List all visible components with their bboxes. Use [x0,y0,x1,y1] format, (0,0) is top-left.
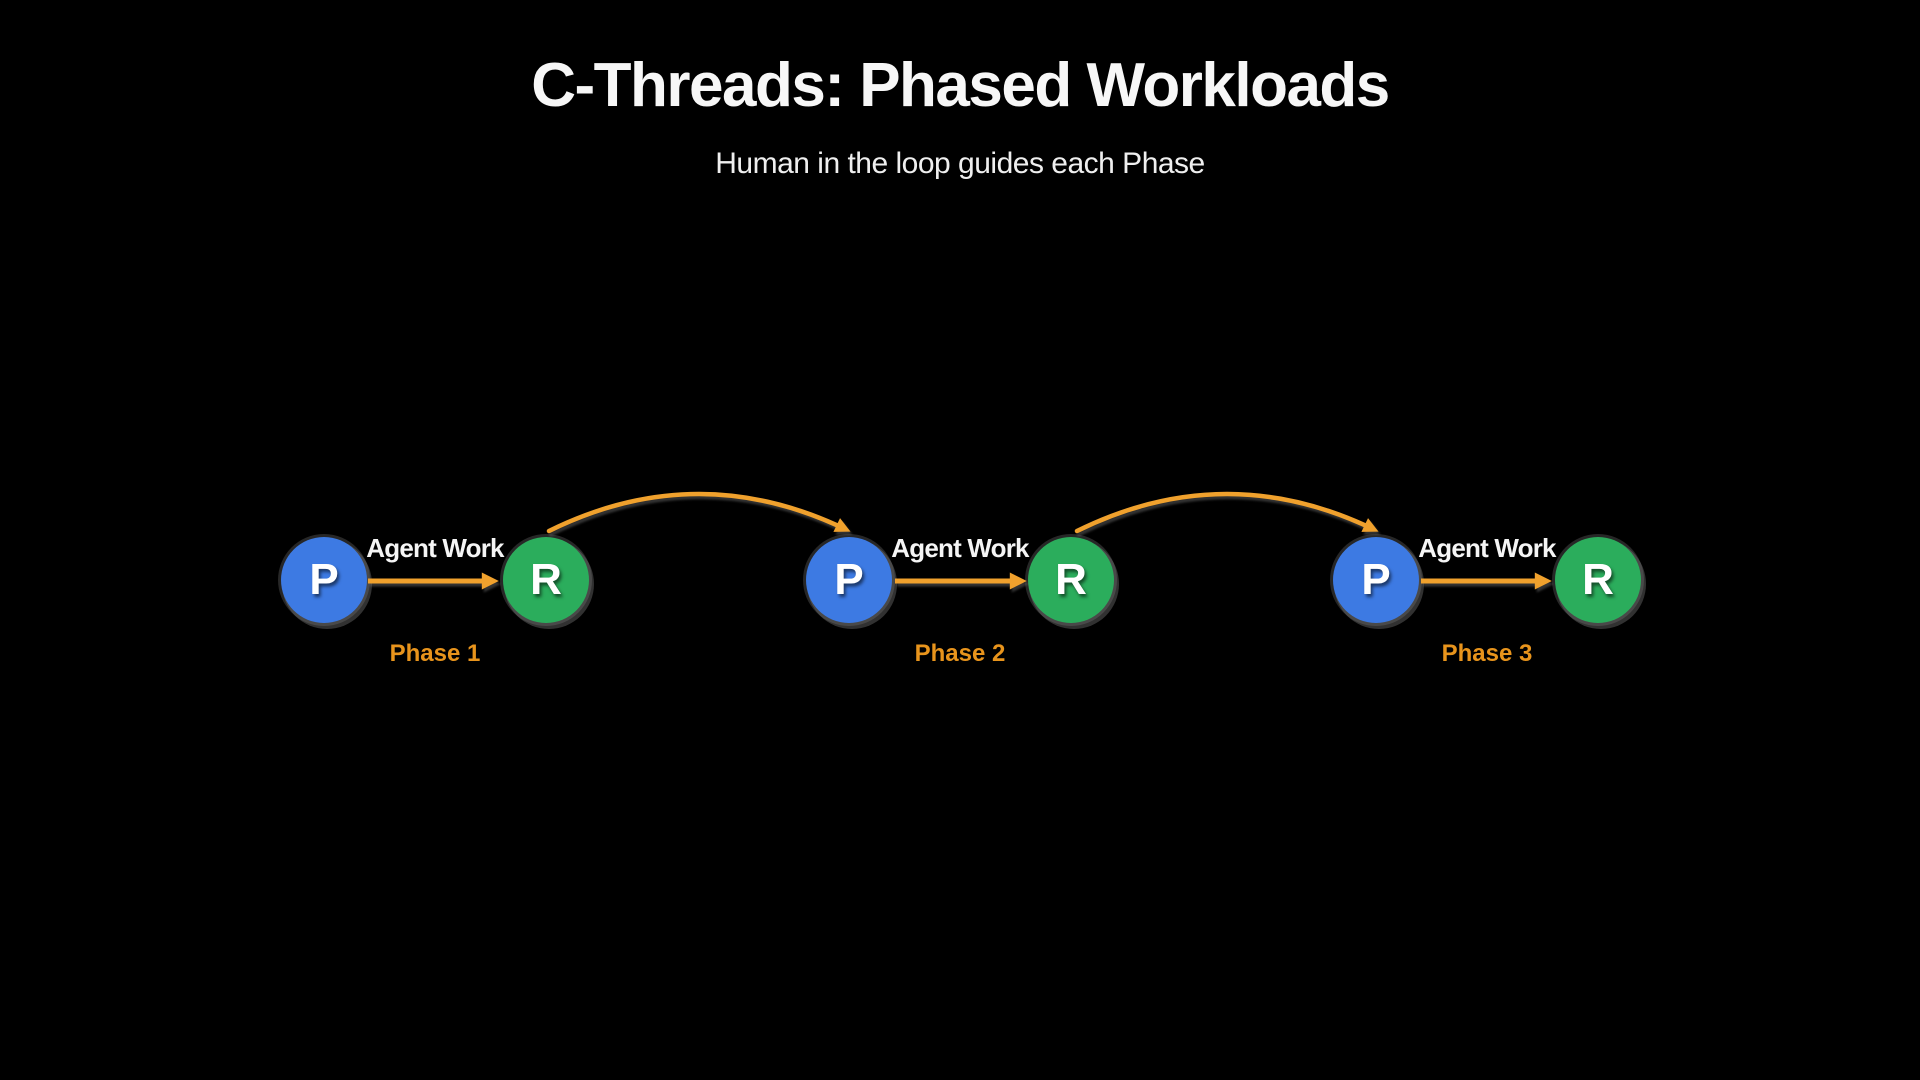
handoff-arc-phase1-to-phase2 [546,491,851,534]
handoff-arc-phase2-to-phase3 [1074,491,1379,534]
planner-node: P [1333,537,1419,623]
phase-group-3: P Agent Work R Phase 3 [1333,533,1641,687]
phase-caption: Phase 1 [389,640,481,667]
agent-work-label: Agent Work [891,533,1029,563]
planner-node: P [281,537,367,623]
reviewer-node-label: R [1055,555,1087,604]
planner-node-label: P [1361,555,1391,604]
reviewer-node-label: R [1582,555,1614,604]
agent-work-label: Agent Work [366,533,504,563]
planner-node: P [806,537,892,623]
phase-group-2: P Agent Work R Phase 2 [806,533,1114,687]
reviewer-node: R [1555,537,1641,623]
phase-caption: Phase 2 [914,640,1006,667]
reviewer-node: R [1028,537,1114,623]
reviewer-node-label: R [530,555,562,604]
reviewer-node: R [503,537,589,623]
planner-node-label: P [834,555,864,604]
page-title: C-Threads: Phased Workloads [531,51,1390,120]
agent-work-label: Agent Work [1418,533,1556,563]
phase-group-1: P Agent Work R Phase 1 [281,533,589,687]
phase-caption: Phase 3 [1441,640,1533,667]
page-subtitle: Human in the loop guides each Phase [715,147,1205,180]
planner-node-label: P [309,555,339,604]
